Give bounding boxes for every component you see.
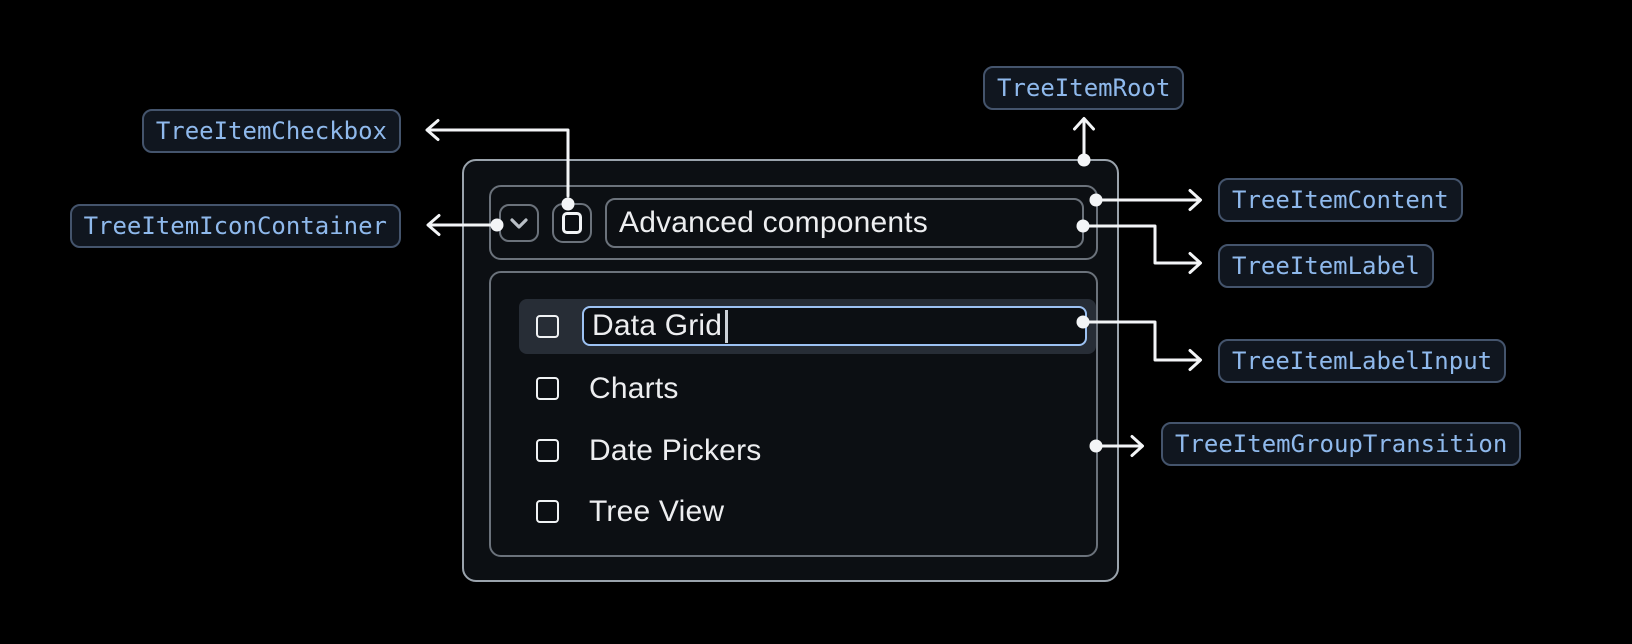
tree-item-group-transition: Data Grid Charts Date Pickers Tree View	[489, 271, 1098, 557]
chevron-down-icon	[507, 211, 531, 235]
tree-item-content[interactable]: Advanced components	[489, 185, 1098, 260]
callout-tree-item-icon-container: TreeItemIconContainer	[69, 204, 401, 248]
item-label: Date Pickers	[589, 433, 762, 467]
label-input-value: Data Grid	[592, 309, 723, 342]
tree-item-checkbox[interactable]	[552, 202, 592, 243]
checkbox-icon	[562, 211, 582, 234]
callout-tree-item-checkbox: TreeItemCheckbox	[141, 109, 401, 153]
text-cursor	[725, 309, 728, 343]
tree-item-icon-container[interactable]	[499, 203, 539, 242]
item-label: Charts	[589, 371, 679, 405]
tree-row[interactable]: Date Pickers	[519, 423, 1096, 478]
item-checkbox-icon[interactable]	[536, 500, 559, 523]
tree-row[interactable]: Tree View	[519, 484, 1096, 539]
connector-root	[1073, 117, 1095, 160]
tree-row[interactable]: Charts	[519, 361, 1096, 416]
item-checkbox-icon[interactable]	[536, 377, 559, 400]
tree-row-editing[interactable]: Data Grid	[519, 299, 1096, 354]
item-checkbox-icon[interactable]	[536, 315, 559, 338]
item-checkbox-icon[interactable]	[536, 439, 559, 462]
item-label: Tree View	[589, 494, 725, 528]
callout-tree-item-content: TreeItemContent	[1218, 178, 1463, 222]
parent-item-label: Advanced components	[619, 205, 929, 239]
callout-tree-item-group-transition: TreeItemGroupTransition	[1161, 422, 1522, 466]
tree-item-root: Advanced components Data Grid Charts Dat…	[462, 159, 1119, 582]
tree-item-label: Advanced components	[605, 197, 1084, 248]
callout-tree-item-root: TreeItemRoot	[983, 66, 1185, 110]
tree-item-label-input[interactable]: Data Grid	[582, 306, 1087, 346]
callout-tree-item-label: TreeItemLabel	[1218, 244, 1434, 288]
callout-tree-item-label-input: TreeItemLabelInput	[1218, 339, 1507, 383]
